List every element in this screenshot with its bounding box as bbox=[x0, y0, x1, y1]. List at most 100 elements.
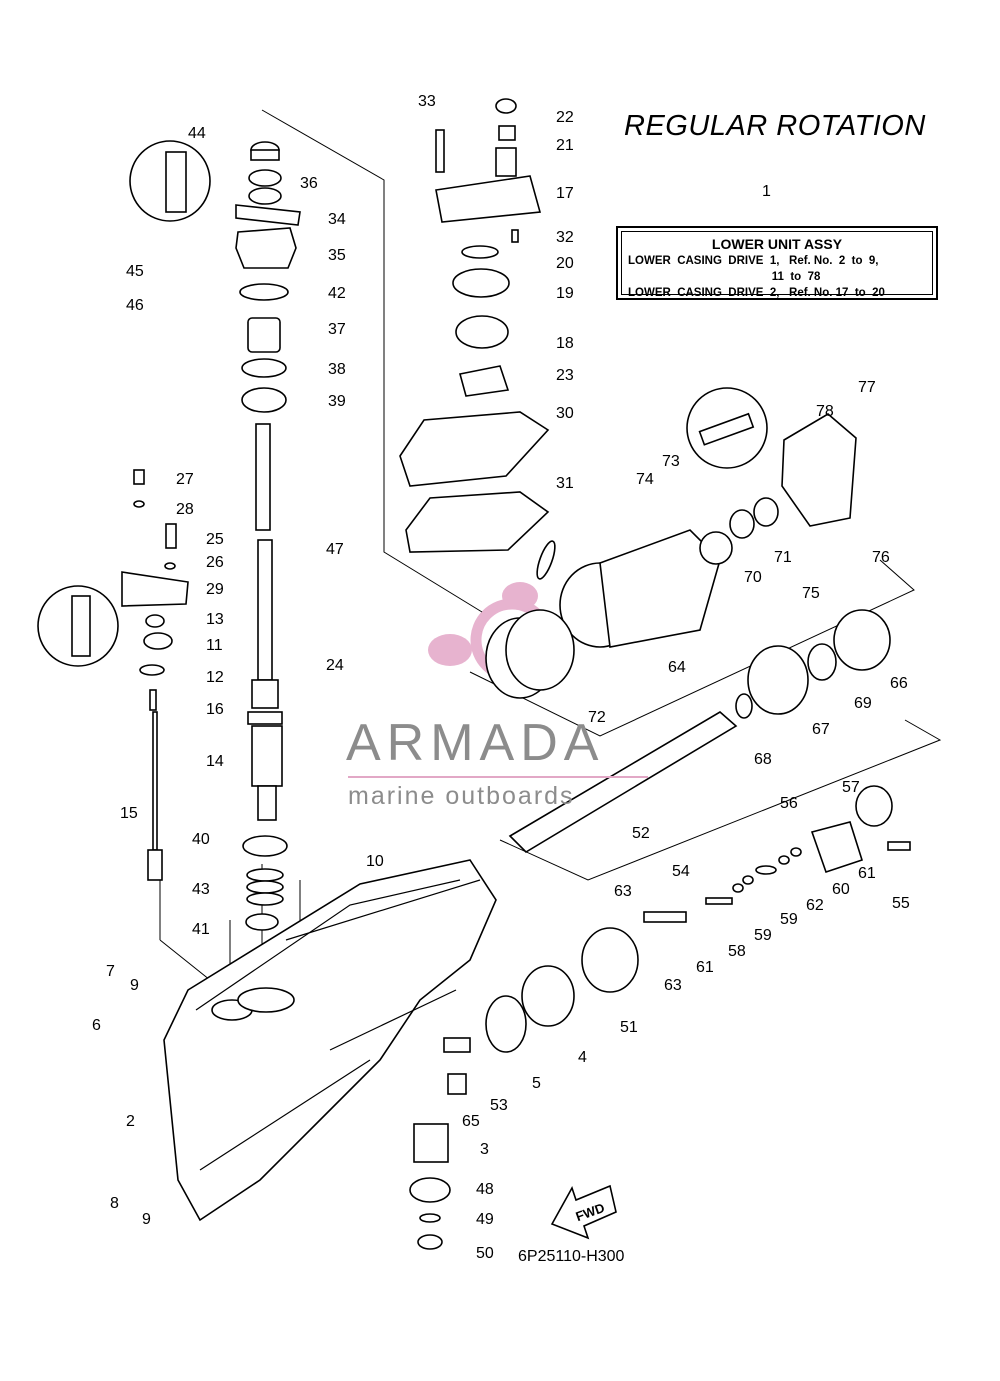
callout-10: 10 bbox=[366, 853, 384, 870]
assembly-line-3: LOWER CASING DRIVE 2, Ref. No. 17 to 20 bbox=[628, 287, 885, 299]
callout-73: 73 bbox=[662, 453, 680, 470]
assembly-ref-number: 1 bbox=[762, 183, 771, 200]
callout-24: 24 bbox=[326, 657, 344, 674]
watermark-tagline: marine outboards bbox=[348, 782, 575, 810]
callout-53: 53 bbox=[490, 1097, 508, 1114]
callout-65: 65 bbox=[462, 1113, 480, 1130]
grease-inset-left bbox=[37, 585, 119, 667]
shift-rod-assembly bbox=[121, 469, 189, 881]
callout-17: 17 bbox=[556, 185, 574, 202]
callout-32: 32 bbox=[556, 229, 574, 246]
callout-66: 66 bbox=[890, 675, 908, 692]
callout-75: 75 bbox=[802, 585, 820, 602]
callout-34: 34 bbox=[328, 211, 346, 228]
callout-42: 42 bbox=[328, 285, 346, 302]
callout-54: 54 bbox=[672, 863, 690, 880]
callout-12: 12 bbox=[206, 669, 224, 686]
callout-38: 38 bbox=[328, 361, 346, 378]
callout-40: 40 bbox=[192, 831, 210, 848]
watermark-brand: ARMADA bbox=[346, 714, 605, 772]
diagram-title: REGULAR ROTATION bbox=[624, 110, 926, 142]
callout-35: 35 bbox=[328, 247, 346, 264]
callout-23: 23 bbox=[556, 367, 574, 384]
assembly-heading: LOWER UNIT ASSY bbox=[711, 236, 843, 252]
clutch-assembly bbox=[409, 785, 911, 1250]
callout-29: 29 bbox=[206, 581, 224, 598]
callout-60: 60 bbox=[832, 881, 850, 898]
callout-64: 64 bbox=[668, 659, 686, 676]
o-rings-72 bbox=[485, 609, 575, 699]
callout-56: 56 bbox=[780, 795, 798, 812]
callout-26: 26 bbox=[206, 554, 224, 571]
callout-9b: 9 bbox=[142, 1211, 151, 1228]
callout-11: 11 bbox=[206, 637, 223, 654]
callout-76: 76 bbox=[872, 549, 890, 566]
callout-9a: 9 bbox=[130, 977, 139, 994]
callout-55: 55 bbox=[892, 895, 910, 912]
callout-74: 74 bbox=[636, 471, 654, 488]
callout-31: 31 bbox=[556, 475, 574, 492]
callout-14: 14 bbox=[206, 753, 224, 770]
callout-5: 5 bbox=[532, 1075, 541, 1092]
watermark-divider bbox=[348, 776, 648, 778]
water-pump-assembly bbox=[399, 98, 550, 553]
fwd-arrow-icon: FWD bbox=[550, 1184, 617, 1240]
callout-25: 25 bbox=[206, 531, 224, 548]
callout-61b: 61 bbox=[696, 959, 714, 976]
callout-43: 43 bbox=[192, 881, 210, 898]
callout-45: 45 bbox=[126, 263, 144, 280]
callout-33: 33 bbox=[418, 93, 436, 110]
callout-70: 70 bbox=[744, 569, 762, 586]
callout-7: 7 bbox=[106, 963, 115, 980]
callout-50: 50 bbox=[476, 1245, 494, 1262]
callout-77: 77 bbox=[858, 379, 876, 396]
callout-47: 47 bbox=[326, 541, 344, 558]
callout-58: 58 bbox=[728, 943, 746, 960]
callout-6: 6 bbox=[92, 1017, 101, 1034]
assembly-line-2: 11 to 78 bbox=[628, 271, 821, 283]
callout-63b: 63 bbox=[664, 977, 682, 994]
callout-57: 57 bbox=[842, 779, 860, 796]
callout-4: 4 bbox=[578, 1049, 587, 1066]
callout-2: 2 bbox=[126, 1113, 135, 1130]
propeller-shaft-assembly bbox=[508, 413, 891, 854]
callout-3: 3 bbox=[480, 1141, 489, 1158]
assembly-legend-box: LOWER UNIT ASSY LOWER CASING DRIVE 1, Re… bbox=[616, 226, 938, 300]
assembly-line-1: LOWER CASING DRIVE 1, Ref. No. 2 to 9, bbox=[628, 255, 879, 267]
callout-71: 71 bbox=[774, 549, 792, 566]
callout-36: 36 bbox=[300, 175, 318, 192]
diagram-code: 6P25110-H300 bbox=[518, 1248, 625, 1265]
callout-13: 13 bbox=[206, 611, 224, 628]
callout-46: 46 bbox=[126, 297, 144, 314]
callout-51: 51 bbox=[620, 1019, 638, 1036]
callout-69: 69 bbox=[854, 695, 872, 712]
callout-28: 28 bbox=[176, 501, 194, 518]
grease-inset-right bbox=[686, 387, 768, 469]
callout-62: 62 bbox=[806, 897, 824, 914]
callout-30: 30 bbox=[556, 405, 574, 422]
callout-44: 44 bbox=[188, 125, 206, 142]
callout-8: 8 bbox=[110, 1195, 119, 1212]
callout-72: 72 bbox=[588, 709, 606, 726]
callout-18: 18 bbox=[556, 335, 574, 352]
callout-67: 67 bbox=[812, 721, 830, 738]
callout-21: 21 bbox=[556, 137, 574, 154]
callout-59a: 59 bbox=[754, 927, 772, 944]
callout-59b: 59 bbox=[780, 911, 798, 928]
callout-19: 19 bbox=[556, 285, 574, 302]
callout-39: 39 bbox=[328, 393, 346, 410]
callout-49: 49 bbox=[476, 1211, 494, 1228]
callout-63a: 63 bbox=[614, 883, 632, 900]
callout-52: 52 bbox=[632, 825, 650, 842]
callout-20: 20 bbox=[556, 255, 574, 272]
callout-61a: 61 bbox=[858, 865, 876, 882]
lower-casing bbox=[163, 859, 497, 1222]
callout-labels: 2 3 4 5 6 7 8 9 9 10 11 12 13 14 15 16 1… bbox=[92, 93, 910, 1262]
callout-15: 15 bbox=[120, 805, 138, 822]
assembly-legend-inner: LOWER UNIT ASSY LOWER CASING DRIVE 1, Re… bbox=[621, 231, 933, 299]
callout-16: 16 bbox=[206, 701, 224, 718]
callout-48: 48 bbox=[476, 1181, 494, 1198]
grease-inset-top bbox=[129, 140, 211, 222]
callout-78: 78 bbox=[816, 403, 834, 420]
